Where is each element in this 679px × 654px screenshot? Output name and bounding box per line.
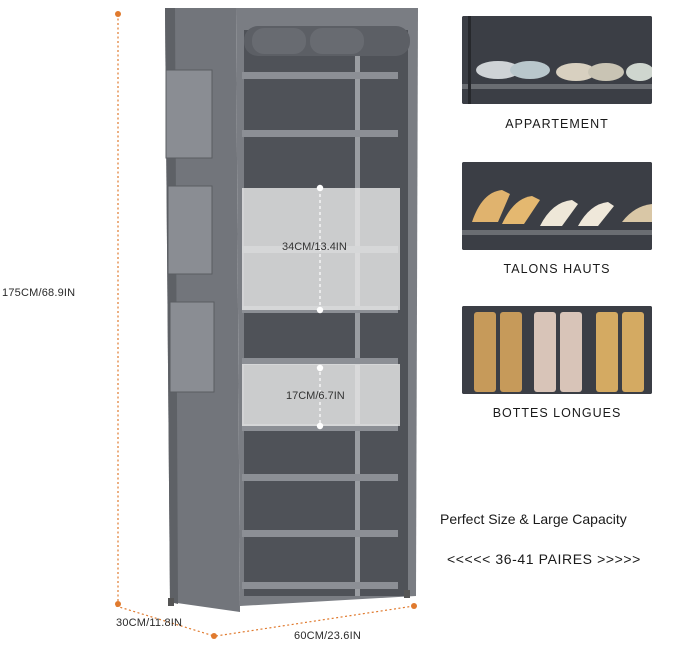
high-heels-photo xyxy=(462,162,652,250)
width-dimension: 60CM/23.6IN xyxy=(294,630,362,642)
depth-dimension: 30CM/11.8IN xyxy=(116,617,183,629)
lower-box-measure: 17CM/6.7IN xyxy=(286,390,345,402)
capacity-label: <<<<< 36-41 PAIRES >>>>> xyxy=(447,551,641,567)
sneakers-photo xyxy=(462,16,652,104)
long-boots-photo xyxy=(462,306,652,394)
upper-box-measure: 34CM/13.4IN xyxy=(282,241,347,253)
panel-caption-1: APPARTEMENT xyxy=(505,117,609,131)
panel-caption-2: TALONS HAUTS xyxy=(503,262,611,276)
tagline: Perfect Size & Large Capacity xyxy=(440,511,627,527)
panel-caption-3: BOTTES LONGUES xyxy=(492,406,622,420)
height-dimension: 175CM/68.9IN xyxy=(2,287,76,299)
